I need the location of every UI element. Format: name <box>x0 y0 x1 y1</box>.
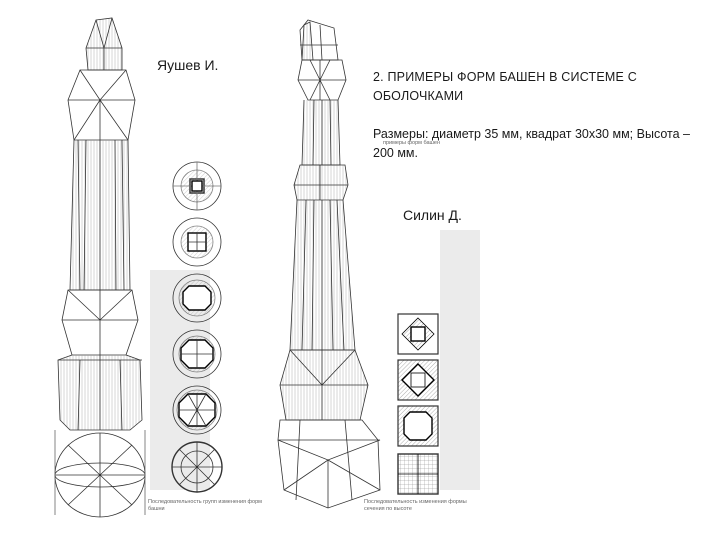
rsection-3 <box>397 405 439 447</box>
section-5 <box>172 385 222 435</box>
rsection-2 <box>397 359 439 401</box>
section-6 <box>171 441 223 493</box>
author-left: Яушев И. <box>157 57 219 73</box>
section-1 <box>172 161 222 211</box>
rsection-1 <box>397 313 439 355</box>
left-figure-caption: Последовательность групп изменения форм … <box>148 499 262 512</box>
right-tower-note: примеры форм башен <box>383 140 441 146</box>
right-figure-caption: Последовательность изменения формы сечен… <box>364 499 467 512</box>
right-section-column <box>397 313 439 495</box>
left-tower <box>54 17 146 518</box>
left-section-column <box>171 161 223 493</box>
section-3 <box>172 273 222 323</box>
section-4 <box>172 329 222 379</box>
author-right: Силин Д. <box>403 207 462 223</box>
right-tower <box>277 19 381 509</box>
section-2 <box>172 217 222 267</box>
dimensions-text: Размеры: диаметр 35 мм, квадрат 30х30 мм… <box>373 127 690 160</box>
rsection-4 <box>397 453 439 495</box>
slide-heading: 2. ПРИМЕРЫ ФОРМ БАШЕН В СИСТЕМЕ С ОБОЛОЧ… <box>373 70 637 103</box>
